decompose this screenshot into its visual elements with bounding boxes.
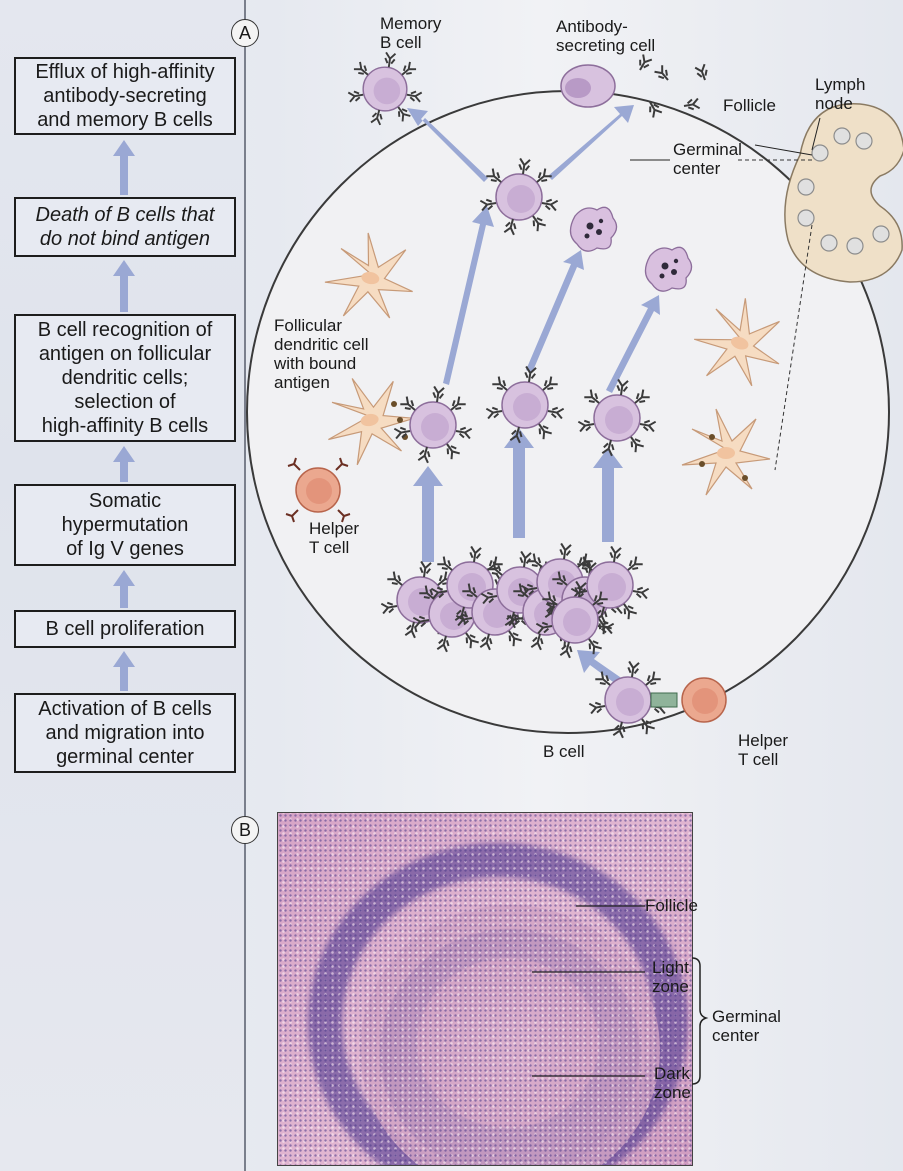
label-follicle: Follicle <box>723 96 776 115</box>
label-follicular-dendritic-cell: Follicular dendritic cell with bound ant… <box>274 316 369 392</box>
label-helper-t-cell-left: Helper T cell <box>309 519 359 557</box>
label-germinal-center: Germinal center <box>673 140 742 178</box>
panel-b-label: B <box>231 816 259 844</box>
label-dark-zone: Dark zone <box>654 1064 691 1102</box>
apoptotic-b-cell-2 <box>645 247 691 291</box>
label-b-cell: B cell <box>543 742 585 761</box>
germinal-center-diagram <box>0 0 903 810</box>
apoptotic-b-cell-1 <box>570 207 616 251</box>
label-helper-t-cell-right: Helper T cell <box>738 731 788 769</box>
label-antibody-secreting-cell: Antibody- secreting cell <box>556 17 655 55</box>
germinal-center-micrograph <box>277 812 693 1166</box>
label-b-germinal-center: Germinal center <box>712 1007 781 1045</box>
helper-t-cell-left <box>296 468 340 512</box>
helper-t-cell-right <box>682 678 726 722</box>
label-light-zone: Light zone <box>652 958 689 996</box>
label-b-follicle: Follicle <box>645 896 698 915</box>
label-lymph-node: Lymph node <box>815 75 865 113</box>
tcr-mhc-contact <box>651 693 677 707</box>
label-memory-b-cell: Memory B cell <box>380 14 441 52</box>
